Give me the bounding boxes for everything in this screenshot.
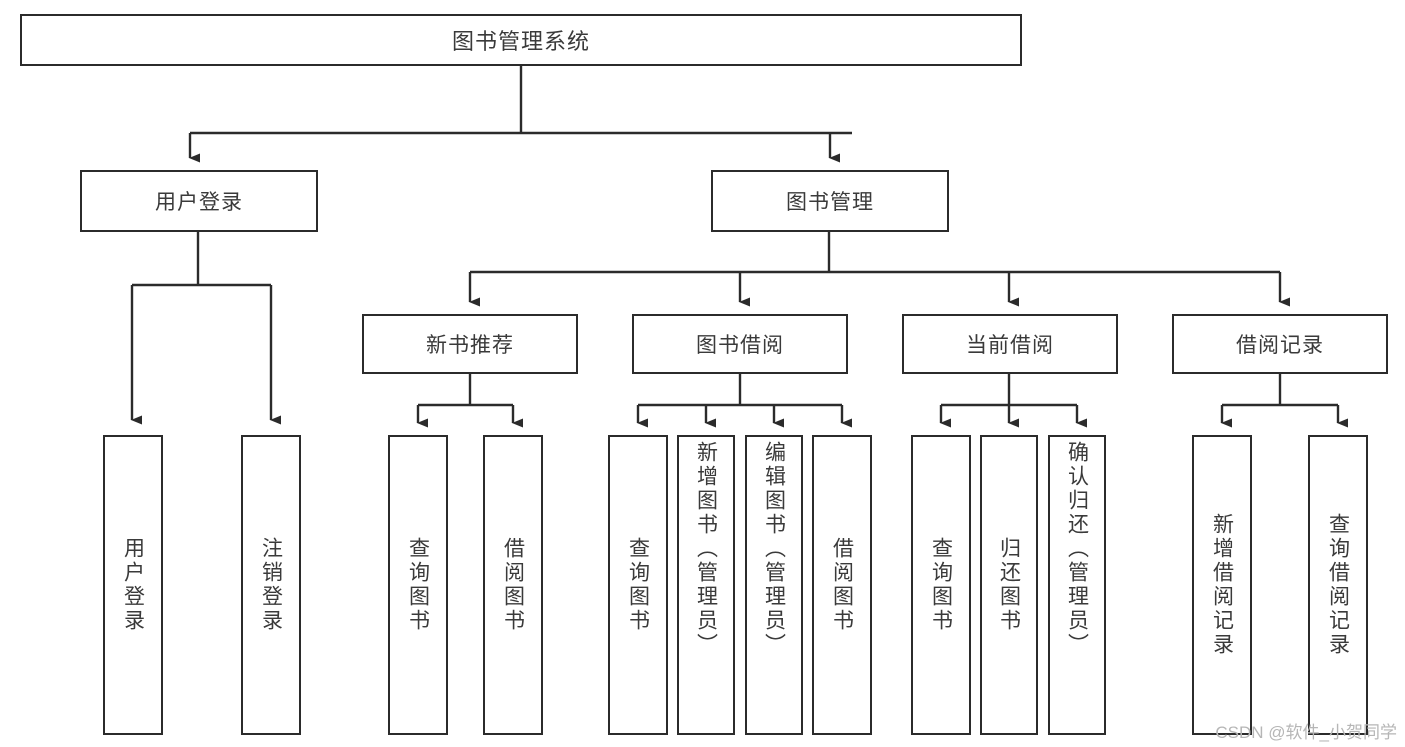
- leaf-user-login-login[interactable]: 用户登录: [103, 435, 163, 735]
- leaf-recommend-borrow-book[interactable]: 借阅图书: [483, 435, 543, 735]
- node-current-borrow[interactable]: 当前借阅: [902, 314, 1118, 374]
- leaf-recommend-query-book[interactable]: 查询图书: [388, 435, 448, 735]
- leaf-borrow-borrow-book[interactable]: 借阅图书: [812, 435, 872, 735]
- node-book-management[interactable]: 图书管理: [711, 170, 949, 232]
- node-root-system[interactable]: 图书管理系统: [20, 14, 1022, 66]
- leaf-borrow-edit-book-admin[interactable]: 编辑图书（管理员）: [745, 435, 803, 735]
- node-book-borrow[interactable]: 图书借阅: [632, 314, 848, 374]
- leaf-record-query-record[interactable]: 查询借阅记录: [1308, 435, 1368, 735]
- node-user-login[interactable]: 用户登录: [80, 170, 318, 232]
- leaf-user-login-logout[interactable]: 注销登录: [241, 435, 301, 735]
- node-borrow-record[interactable]: 借阅记录: [1172, 314, 1388, 374]
- leaf-borrow-add-book-admin[interactable]: 新增图书（管理员）: [677, 435, 735, 735]
- leaf-current-return-book[interactable]: 归还图书: [980, 435, 1038, 735]
- leaf-current-query-book[interactable]: 查询图书: [911, 435, 971, 735]
- node-new-book-recommend[interactable]: 新书推荐: [362, 314, 578, 374]
- leaf-current-confirm-return-admin[interactable]: 确认归还（管理员）: [1048, 435, 1106, 735]
- leaf-borrow-query-book[interactable]: 查询图书: [608, 435, 668, 735]
- leaf-record-add-record[interactable]: 新增借阅记录: [1192, 435, 1252, 735]
